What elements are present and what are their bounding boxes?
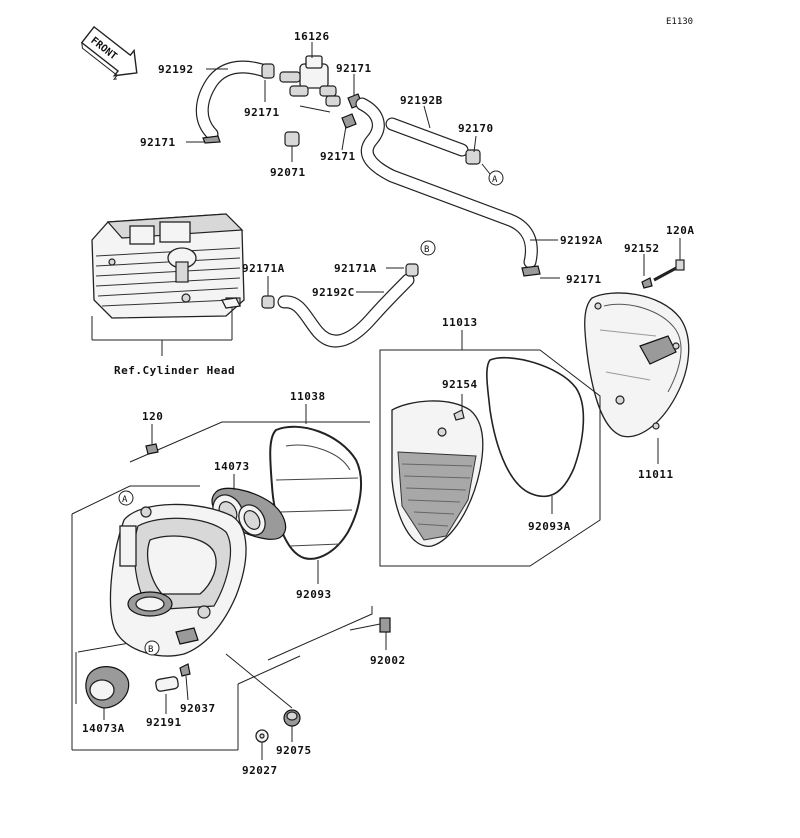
label-92192b: 92192B <box>400 94 443 107</box>
label-92192a: 92192A <box>560 234 603 247</box>
label-92002: 92002 <box>370 654 406 667</box>
label-92171-b: 92171 <box>336 62 372 75</box>
label-92154: 92154 <box>442 378 478 391</box>
label-92075: 92075 <box>276 744 312 757</box>
valve-body <box>279 55 341 107</box>
label-11013: 11013 <box>442 316 478 329</box>
reference-bracket <box>91 306 233 356</box>
label-16126: 16126 <box>294 30 330 43</box>
grommet-92075 <box>225 653 301 742</box>
label-92152: 92152 <box>624 242 660 255</box>
label-92192c: 92192C <box>312 286 355 299</box>
svg-text:A: A <box>122 495 128 505</box>
label-92027: 92027 <box>242 764 278 777</box>
clip-92037 <box>179 663 191 701</box>
air-cleaner-cover <box>584 292 690 438</box>
diagram-code: E1130 <box>666 17 693 27</box>
part-labels: 16126 92192 92171 92171 92171 92071 9217… <box>82 30 695 777</box>
label-92171-a: 92171 <box>244 106 280 119</box>
washer-92027 <box>255 729 269 760</box>
cover-bolts <box>641 238 685 464</box>
gasket-92093 <box>269 425 363 560</box>
label-92171a-1: 92171A <box>242 262 285 275</box>
label-14073: 14073 <box>214 460 250 473</box>
label-92171-d: 92171 <box>320 150 356 163</box>
label-92093: 92093 <box>296 588 332 601</box>
callout-a-upper: A <box>488 170 504 186</box>
air-cleaner-base <box>109 503 247 657</box>
drain-14073a <box>85 666 130 720</box>
plug-92191 <box>155 676 179 714</box>
label-92171a-2: 92171A <box>334 262 377 275</box>
label-11038: 11038 <box>290 390 326 403</box>
gasket-92093a <box>486 356 585 498</box>
label-92037: 92037 <box>180 702 216 715</box>
base-frame <box>71 485 373 751</box>
label-120: 120 <box>142 410 163 423</box>
callout-b-lower: B <box>144 640 160 656</box>
label-14073a: 14073A <box>82 722 125 735</box>
label-11011: 11011 <box>638 468 674 481</box>
label-92071: 92071 <box>270 166 306 179</box>
hose-92192c <box>221 263 419 348</box>
duct-14073 <box>211 474 287 540</box>
upper-leaders <box>186 42 560 279</box>
label-92171-e: 92171 <box>566 273 602 286</box>
svg-text:B: B <box>148 645 153 655</box>
label-92192: 92192 <box>158 63 194 76</box>
element-frame-11013 <box>379 330 601 567</box>
callout-b-upper: B <box>420 240 436 256</box>
callout-a-lower: A <box>118 490 134 506</box>
reference-label: Ref.Cylinder Head <box>114 364 235 377</box>
svg-text:A: A <box>492 175 498 185</box>
svg-text:B: B <box>424 245 429 255</box>
label-92170: 92170 <box>458 122 494 135</box>
label-120a: 120A <box>666 224 695 237</box>
bolt-92002 <box>349 617 391 650</box>
upper-hose-assembly <box>195 55 541 277</box>
label-92093a: 92093A <box>528 520 571 533</box>
element-11013 <box>391 400 484 547</box>
frame-11038 <box>129 404 370 463</box>
front-arrow-icon: FRONT <box>80 25 138 80</box>
cylinder-head <box>91 213 245 319</box>
label-92191: 92191 <box>146 716 182 729</box>
label-92171-c: 92171 <box>140 136 176 149</box>
